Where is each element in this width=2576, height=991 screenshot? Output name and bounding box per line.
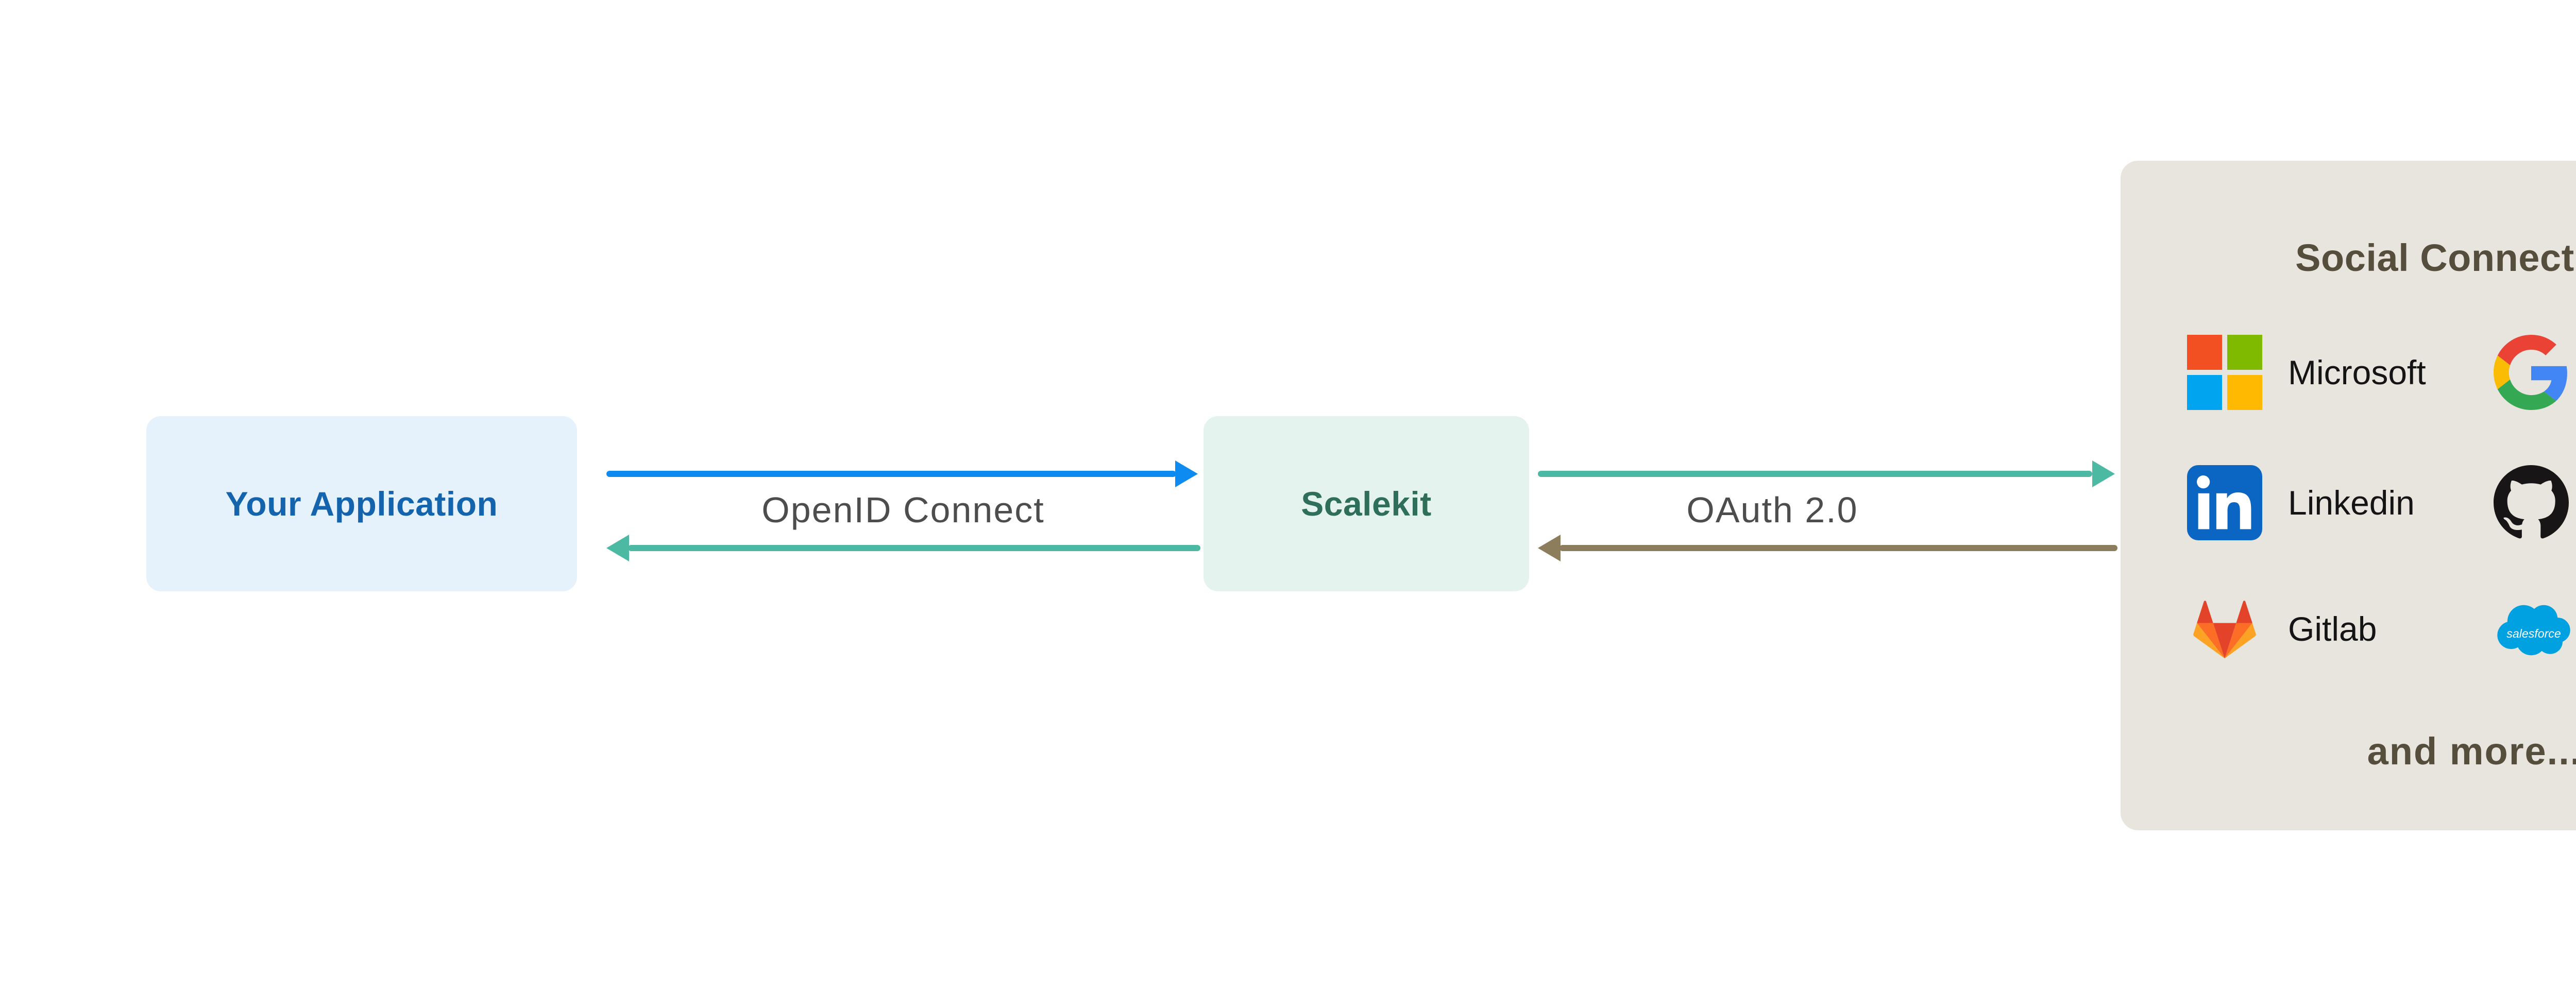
- oauth-request-arrowhead-icon: [2092, 460, 2115, 487]
- provider-linkedin: Linkedin: [2187, 465, 2415, 540]
- provider-label-linkedin: Linkedin: [2288, 484, 2415, 522]
- oauth-label: OAuth 2.0: [1686, 490, 1858, 530]
- openid-response-arrowhead-icon: [606, 535, 629, 561]
- provider-github: Github: [2494, 465, 2576, 540]
- oauth-response-arrowhead-icon: [1538, 535, 1561, 561]
- openid-response-arrow-line: [628, 545, 1200, 551]
- salesforce-wordmark: salesforce: [2506, 627, 2561, 640]
- oauth-response-arrow-line: [1560, 545, 2117, 551]
- openid-request-arrowhead-icon: [1175, 460, 1198, 487]
- your-application-label: Your Application: [225, 485, 498, 523]
- microsoft-icon: [2187, 335, 2262, 410]
- provider-gitlab: Gitlab: [2187, 591, 2377, 667]
- and-more-label: and more...: [2367, 730, 2576, 773]
- linkedin-icon: [2187, 465, 2262, 540]
- openid-request-arrow-line: [606, 471, 1176, 477]
- provider-label-microsoft: Microsoft: [2288, 353, 2426, 391]
- google-icon: [2494, 335, 2569, 410]
- provider-microsoft: Microsoft: [2187, 335, 2426, 410]
- scalekit-label: Scalekit: [1301, 485, 1432, 523]
- your-application-box: Your Application: [146, 416, 577, 591]
- provider-salesforce: salesforce Salesforce: [2494, 591, 2576, 667]
- provider-google: Google: [2494, 335, 2576, 410]
- oauth-request-arrow-line: [1538, 471, 2092, 477]
- scalekit-box: Scalekit: [1204, 416, 1529, 591]
- openid-connect-label: OpenID Connect: [761, 490, 1045, 530]
- social-connections-panel: Social Connections Microsoft Go: [2121, 161, 2576, 830]
- provider-label-gitlab: Gitlab: [2288, 610, 2377, 648]
- salesforce-icon: salesforce: [2494, 598, 2574, 660]
- gitlab-icon: [2187, 591, 2262, 667]
- panel-title: Social Connections: [2295, 236, 2576, 279]
- github-icon: [2494, 465, 2569, 540]
